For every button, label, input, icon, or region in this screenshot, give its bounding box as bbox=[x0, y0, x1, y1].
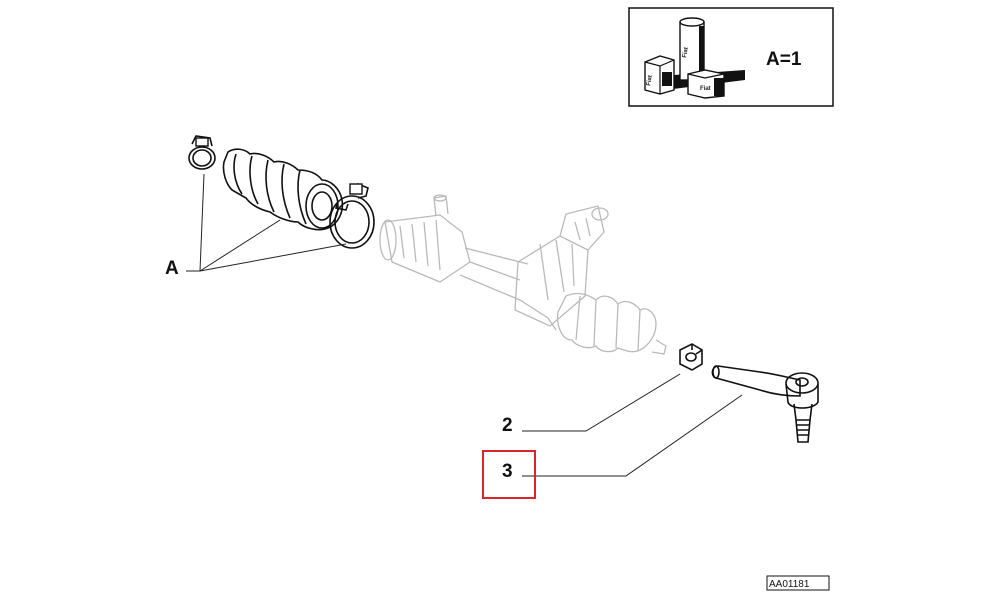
reference-code: AA01181 bbox=[769, 579, 810, 590]
tie-rod-end-part bbox=[711, 365, 819, 443]
legend-box: Fiat Fiat Fiat A=1 bbox=[628, 7, 834, 107]
callout-label-2: 2 bbox=[502, 415, 513, 436]
brand-label-left: Fiat bbox=[646, 75, 654, 87]
reference-code-box: AA01181 bbox=[766, 575, 830, 591]
boot-kit bbox=[188, 135, 375, 249]
bellows-boot bbox=[222, 148, 344, 231]
large-clamp bbox=[329, 183, 375, 249]
small-clamp bbox=[188, 135, 216, 170]
leader-lines bbox=[186, 173, 743, 477]
brand-label-can: Fiat bbox=[682, 47, 690, 59]
steering-rack-ghost bbox=[379, 194, 667, 355]
callout-label-3: 3 bbox=[502, 461, 513, 482]
brand-label-box: Fiat bbox=[700, 86, 711, 92]
lubricant-icon: Fiat Fiat Fiat bbox=[644, 17, 745, 99]
nut-part bbox=[679, 343, 703, 371]
legend-text: A=1 bbox=[766, 49, 802, 70]
callout-label-a: A bbox=[165, 258, 179, 279]
highlight-box bbox=[482, 450, 536, 499]
